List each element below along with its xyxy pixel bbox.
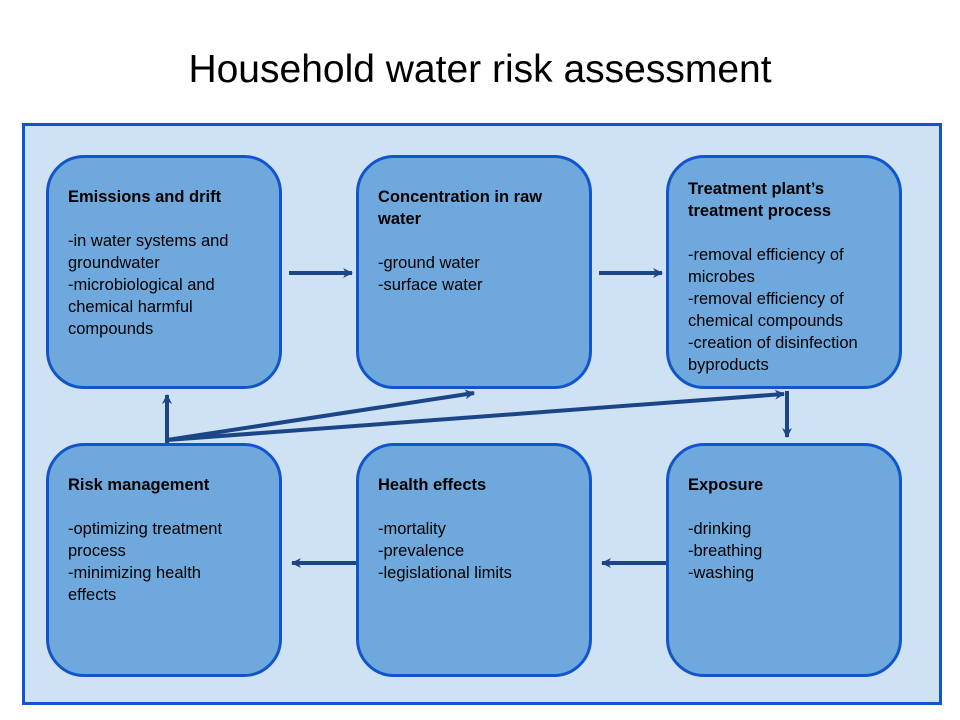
node-exposure: Exposure -drinking -breathing -washing — [666, 443, 902, 677]
node-health-effects: Health effects -mortality -prevalence -l… — [356, 443, 592, 677]
heading-line: treatment process — [688, 202, 832, 220]
node-heading: Treatment plant’s treatment process — [688, 178, 881, 222]
body-line: -removal efficiency of — [688, 290, 844, 308]
node-heading: Emissions and drift — [68, 186, 261, 208]
node-body: -in water systems and groundwater -micro… — [68, 230, 261, 340]
body-line: chemical harmful — [68, 298, 193, 316]
body-line: groundwater — [68, 254, 160, 272]
heading-line: Risk management — [68, 476, 210, 494]
body-line: byproducts — [688, 356, 769, 374]
heading-line: Health effects — [378, 476, 487, 494]
node-treatment-process: Treatment plant’s treatment process -rem… — [666, 155, 902, 389]
body-line: -surface water — [378, 276, 483, 294]
node-heading: Risk management — [68, 474, 261, 496]
body-line: -minimizing health — [68, 564, 201, 582]
heading-line: Treatment plant’s — [688, 180, 825, 198]
body-line: -ground water — [378, 254, 480, 272]
body-line: compounds — [68, 320, 154, 338]
heading-line: Emissions and drift — [68, 188, 222, 206]
page-title: Household water risk assessment — [188, 48, 772, 91]
node-risk-management: Risk management -optimizing treatment pr… — [46, 443, 282, 677]
arrow-risk-to-treatment — [166, 389, 785, 442]
body-line: -drinking — [688, 520, 752, 538]
heading-line: water — [378, 210, 422, 228]
node-body: -optimizing treatment process -minimizin… — [68, 518, 261, 606]
body-line: effects — [68, 586, 117, 604]
node-body: -removal efficiency of microbes -removal… — [688, 244, 881, 376]
body-line: -in water systems and — [68, 232, 229, 250]
node-body: -drinking -breathing -washing — [688, 518, 881, 584]
body-line: -mortality — [378, 520, 446, 538]
heading-line: Concentration in raw — [378, 188, 543, 206]
node-body: -ground water -surface water — [378, 252, 571, 296]
heading-line: Exposure — [688, 476, 764, 494]
node-heading: Concentration in raw water — [378, 186, 571, 230]
body-line: chemical compounds — [688, 312, 843, 330]
node-heading: Exposure — [688, 474, 881, 496]
node-body: -mortality -prevalence -legislational li… — [378, 518, 571, 584]
body-line: -legislational limits — [378, 564, 512, 582]
body-line: process — [68, 542, 126, 560]
body-line: microbes — [688, 268, 755, 286]
body-line: -removal efficiency of — [688, 246, 844, 264]
node-emissions-and-drift: Emissions and drift -in water systems an… — [46, 155, 282, 389]
body-line: -creation of disinfection — [688, 334, 858, 352]
body-line: -optimizing treatment — [68, 520, 223, 538]
body-line: -microbiological and — [68, 276, 215, 294]
node-heading: Health effects — [378, 474, 571, 496]
body-line: -washing — [688, 564, 755, 582]
body-line: -breathing — [688, 542, 763, 560]
node-concentration-in-raw-water: Concentration in raw water -ground water… — [356, 155, 592, 389]
body-line: -prevalence — [378, 542, 465, 560]
arrow-risk-to-concentration — [166, 389, 475, 442]
